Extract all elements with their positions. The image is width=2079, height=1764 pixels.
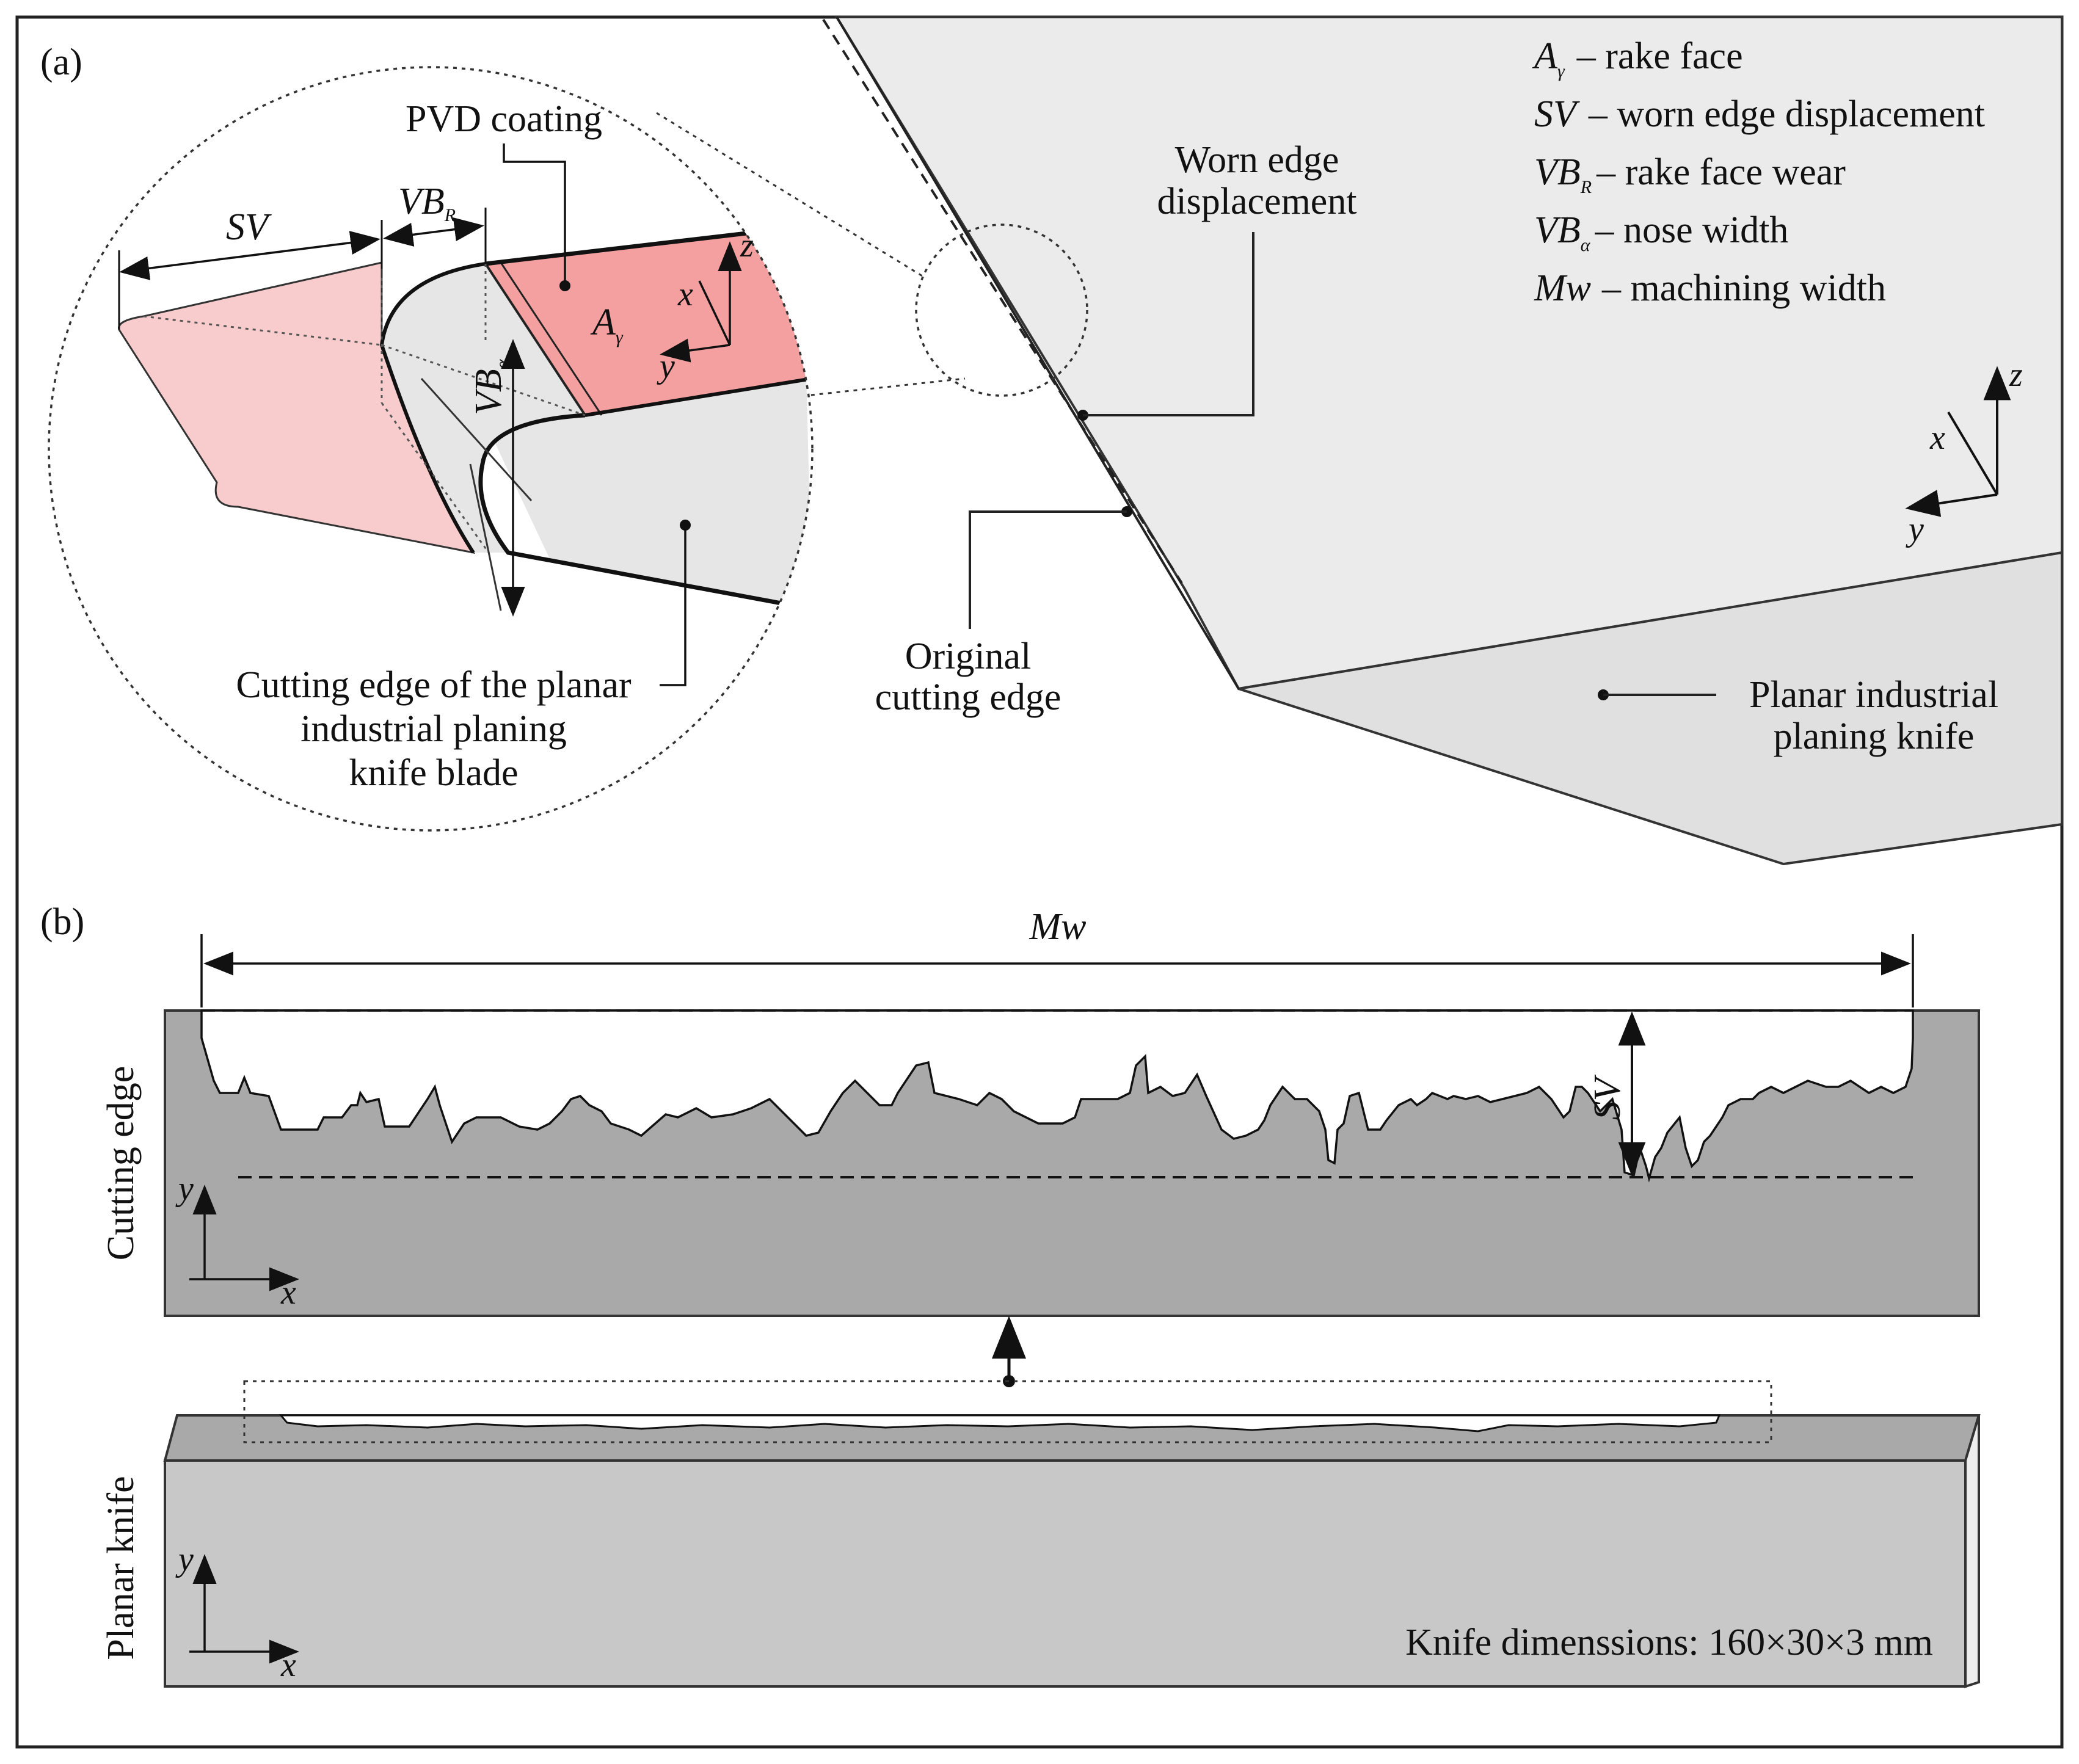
inset-pvd-label: PVD coating (406, 98, 602, 140)
mw-label: Mw (1029, 906, 1087, 948)
inset-ay-label: Aγ (590, 302, 624, 347)
knife-label-2: planing knife (1774, 716, 1975, 757)
panel-b-label: (b) (40, 901, 84, 943)
axis-y-line (1905, 490, 1998, 517)
detail-circle-small (915, 223, 1088, 397)
inset-dotted-4 (380, 402, 490, 553)
inset-dotted-1 (143, 315, 382, 346)
pk-axis-x-label: x (280, 1646, 296, 1684)
inset-worn-edge-outline (379, 262, 486, 554)
inset-lower-edge-outline (478, 413, 788, 607)
inset-circle-border (48, 66, 814, 832)
legend-item-sv: SV– worn edge displacement (1534, 93, 1985, 135)
detail-connector-top (656, 112, 926, 279)
inset-detail: SV VBR VBα PVD coating Aγ z x y Cutt (48, 66, 814, 832)
inset-edge-label-1: Cutting edge of the planar (236, 664, 632, 706)
cutting-edge-side-label: Cutting edge (100, 1066, 142, 1261)
original-edge-label-2: cutting edge (875, 677, 1061, 718)
inset-axis-y (660, 338, 730, 363)
ce-axis-x-label: x (280, 1274, 296, 1312)
legend: Aγ– rake face SV– worn edge displacement… (1532, 35, 1985, 309)
inset-pvd-leader (503, 143, 566, 286)
inset-edge-leader (660, 525, 686, 686)
inset-axis-x (698, 280, 731, 346)
sv-label: SV (1587, 1074, 1628, 1120)
inset-vba-label: VBα (468, 358, 512, 415)
panel-b: (b) Mw SV y x Cutting edge (40, 901, 1981, 1688)
inset-sv-arrow (119, 231, 380, 280)
inset-flank (382, 264, 585, 553)
inset-vbr-label: VBR (398, 181, 456, 225)
inset-pvd-dot (559, 280, 570, 291)
inset-axis-z-label: z (740, 227, 754, 264)
original-edge-leader (969, 510, 1127, 629)
worn-edge-profile (200, 1009, 1914, 1183)
inset-edge-label-2: industrial planing (300, 708, 567, 750)
inset-axis-y-label: y (657, 347, 675, 385)
inset-vbr-arrow (383, 217, 484, 247)
inset-thin-2 (469, 463, 502, 611)
knife-side-face (1964, 1415, 1980, 1688)
knife-front-face (164, 1459, 1967, 1688)
original-edge-label-1: Original (905, 636, 1032, 677)
worn-edge-label-1: Worn edge (1175, 139, 1339, 181)
legend-item-mw: Mw– machining width (1534, 267, 1886, 309)
pk-axis-y-label: y (175, 1541, 194, 1578)
panel-a-label: (a) (40, 42, 82, 83)
legend-item-vba: VBα– nose width (1534, 209, 1788, 255)
axis-x-line (1947, 411, 1998, 496)
knife-wear-profile (279, 1414, 1721, 1432)
inset-edge-label-3: knife blade (349, 752, 518, 794)
worn-edge-line (836, 16, 1240, 690)
selection-box (243, 1380, 1772, 1443)
legend-item-vbr: VBR– rake face wear (1534, 151, 1846, 197)
inset-axis-x-label: x (677, 275, 693, 313)
detail-connector-bottom (793, 377, 966, 398)
legend-item-ay: Aγ– rake face (1532, 35, 1743, 81)
knife-label-1: Planar industrial (1749, 674, 1998, 716)
panel-a: (a) Worn edge displacement Original cutt… (40, 16, 2063, 866)
worn-edge-leader (1083, 232, 1254, 416)
worn-edge-label-2: displacement (1157, 181, 1356, 222)
axis-z-label: z (2009, 356, 2023, 394)
inset-rake-bottom-edge (584, 377, 812, 417)
knife-dimensions: Knife dimenssions: 160×30×3 mm (1405, 1622, 1933, 1663)
planar-knife-side-label: Planar knife (100, 1476, 142, 1660)
inset-sv-label: SV (226, 206, 272, 248)
axis-y-label: y (1906, 510, 1924, 548)
knife-bevel (1238, 551, 2063, 866)
axis-x-label: x (1929, 419, 1945, 457)
ce-axis-y-label: y (175, 1170, 194, 1208)
inset-knife-body (482, 372, 812, 611)
inset-coating-line (500, 262, 603, 416)
original-cutting-edge-line (822, 18, 1183, 584)
axes-triad-right: z x y (1905, 356, 2023, 548)
